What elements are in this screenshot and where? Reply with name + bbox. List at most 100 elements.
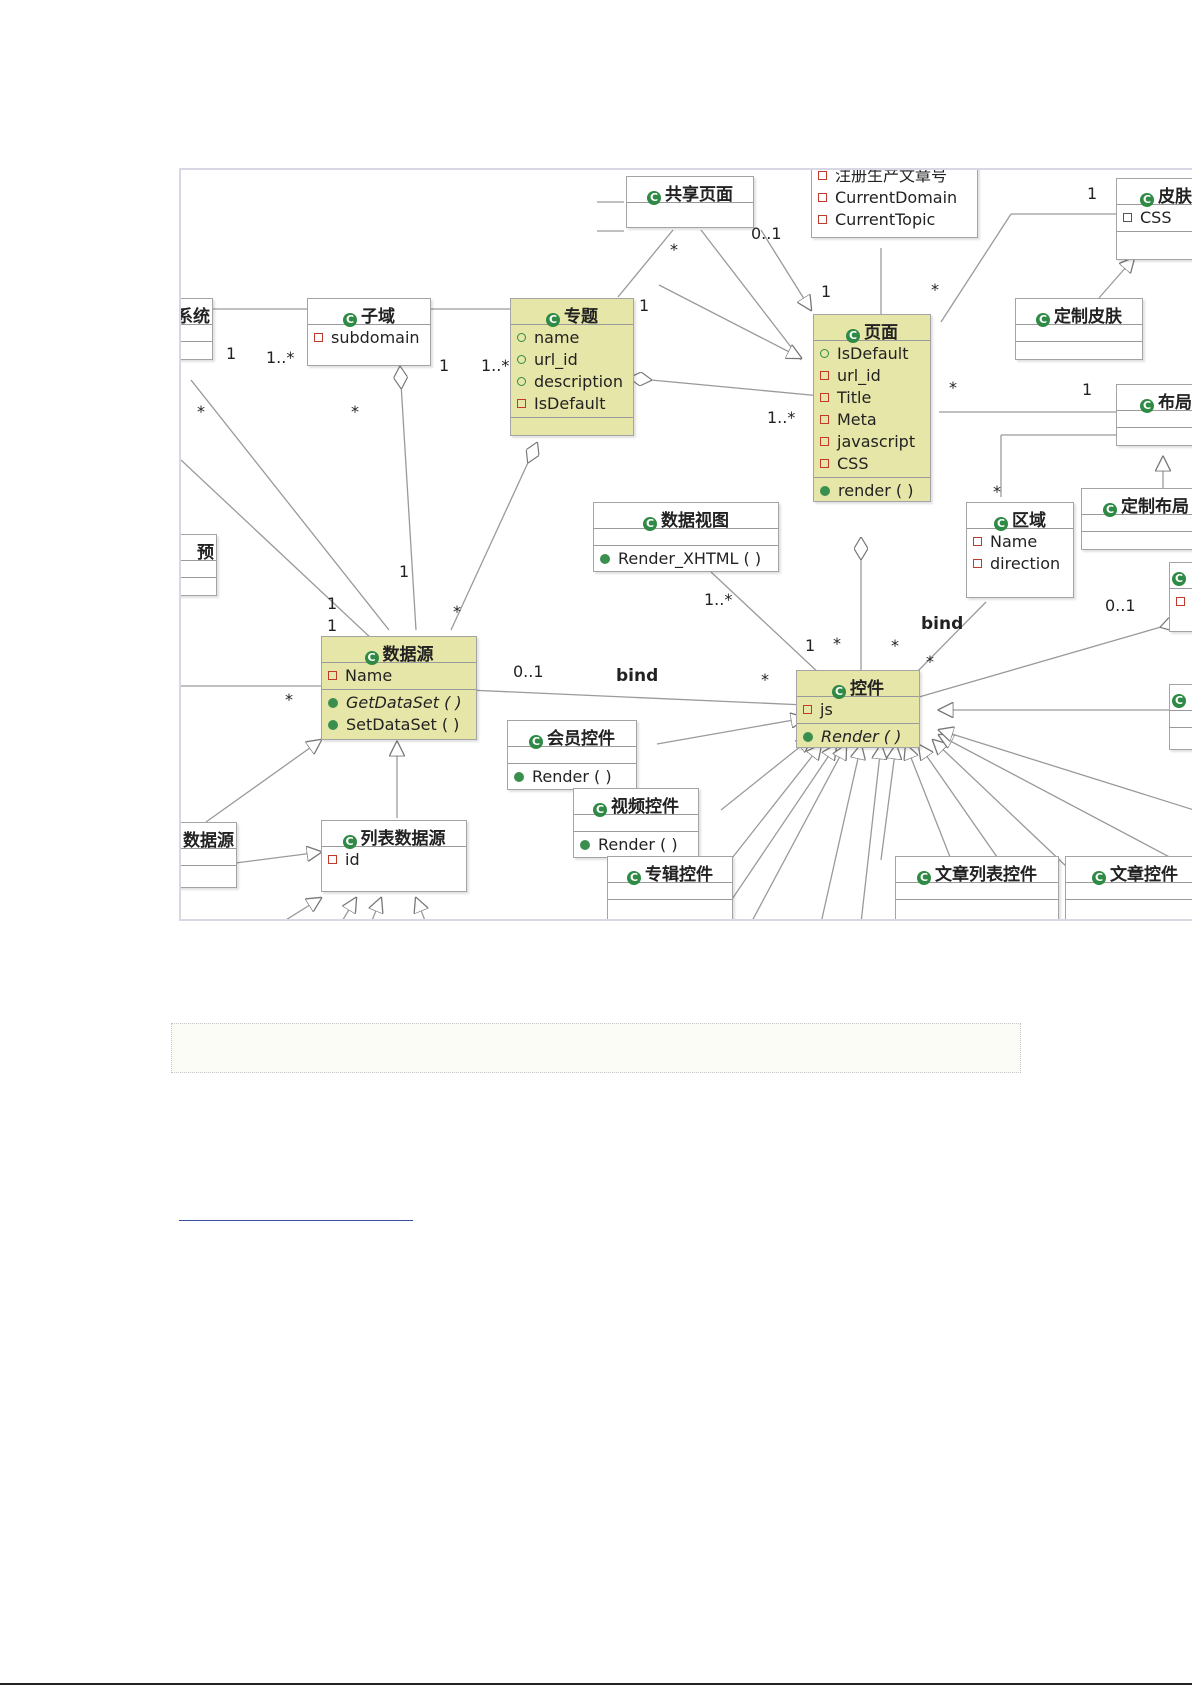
private-attribute-icon	[818, 215, 827, 224]
multiplicity-label: 1	[1082, 380, 1093, 399]
operation: GetDataSet ( )	[322, 692, 476, 714]
operation: render ( )	[814, 480, 930, 502]
multiplicity-label: 0..1	[1105, 596, 1136, 615]
class-icon: C	[917, 871, 931, 885]
class-title: 数据源	[382, 645, 434, 665]
operation: SetDataSet ( )	[322, 714, 476, 736]
class-title: 布局	[1158, 393, 1192, 413]
attribute: Name	[967, 531, 1073, 553]
bind-label: bind	[921, 614, 964, 634]
multiplicity-label: *	[891, 636, 899, 655]
class-right-partial-bottom: C	[1169, 684, 1192, 750]
operation: Render ( )	[508, 766, 636, 788]
attribute: description	[511, 371, 633, 393]
operation-icon	[580, 840, 590, 850]
attribute: Name	[322, 665, 476, 687]
shared-page-generalization	[760, 229, 811, 310]
class-icon: C	[1140, 193, 1154, 207]
attribute: CurrentDomain	[812, 187, 977, 209]
attribute: url_id	[511, 349, 633, 371]
association-lines	[181, 201, 1192, 919]
class-right-partial-top: C	[1169, 562, 1192, 632]
class-icon: C	[343, 313, 357, 327]
attribute: id	[322, 849, 466, 871]
attribute: IsDefault	[511, 393, 633, 415]
class-icon: C	[1172, 694, 1186, 708]
link-underline[interactable]	[179, 1220, 413, 1221]
class-preset: 预	[181, 534, 217, 596]
class-icon: C	[342, 835, 357, 849]
class-system: 系统	[179, 298, 213, 360]
class-other-datasource: 数据源	[181, 822, 237, 888]
operation: Render_XHTML ( )	[594, 548, 778, 570]
multiplicity-label: 1	[439, 356, 450, 375]
operation-icon	[328, 698, 338, 708]
class-title: 控件	[850, 679, 884, 699]
class-title: 专题	[564, 307, 598, 327]
attribute: IsDefault	[814, 343, 930, 365]
public-attribute-icon	[517, 333, 526, 342]
bind-label: bind	[616, 666, 659, 686]
class-title: 视频控件	[611, 797, 679, 817]
multiplicity-label: 1..*	[266, 348, 295, 367]
class-title: 系统	[179, 307, 210, 327]
class-article-list-control: C 文章列表控件	[895, 856, 1059, 919]
code-note-box	[171, 1023, 1021, 1073]
class-icon: C	[643, 517, 657, 531]
private-attribute-icon	[973, 559, 982, 568]
attribute-icon	[1123, 213, 1132, 222]
class-icon: C	[546, 313, 560, 327]
page-skin-line	[940, 213, 1012, 323]
multiplicity-label: *	[197, 402, 205, 421]
multiplicity-label: *	[670, 240, 678, 259]
operation: Render ( )	[574, 834, 698, 856]
public-attribute-icon	[517, 377, 526, 386]
class-icon: C	[994, 517, 1008, 531]
class-icon: C	[627, 871, 641, 885]
multiplicity-label: 1	[639, 296, 650, 315]
class-title: 皮肤	[1158, 187, 1192, 207]
page-footer-rule	[0, 1683, 1192, 1685]
private-attribute-icon	[328, 671, 337, 680]
multiplicity-label: *	[993, 482, 1001, 501]
attribute: CSS	[814, 453, 930, 475]
private-attribute-icon	[820, 393, 829, 402]
class-title: 会员控件	[547, 729, 615, 749]
public-attribute-icon	[820, 349, 829, 358]
class-topic: C 专题 name url_id description IsDefault	[510, 298, 634, 436]
multiplicity-label: 1	[1087, 184, 1098, 203]
private-attribute-icon	[1176, 597, 1185, 606]
class-title: 文章控件	[1110, 865, 1178, 885]
class-title: 文章列表控件	[935, 865, 1037, 885]
attribute: direction	[967, 553, 1073, 575]
attribute: CurrentTopic	[812, 209, 977, 231]
shared-topic-generalization	[658, 284, 801, 358]
private-attribute-icon	[517, 399, 526, 408]
operation-icon	[328, 720, 338, 730]
attribute: name	[511, 327, 633, 349]
class-icon: C	[1103, 503, 1117, 517]
private-attribute-icon	[314, 333, 323, 342]
class-title: 数据源	[183, 831, 234, 851]
multiplicity-label: 1..*	[704, 590, 733, 609]
attribute: url_id	[814, 365, 930, 387]
operation-icon	[600, 554, 610, 564]
attribute: Title	[814, 387, 930, 409]
attribute: Meta	[814, 409, 930, 431]
class-title: 页面	[864, 323, 898, 343]
multiplicity-label: 1	[226, 344, 237, 363]
